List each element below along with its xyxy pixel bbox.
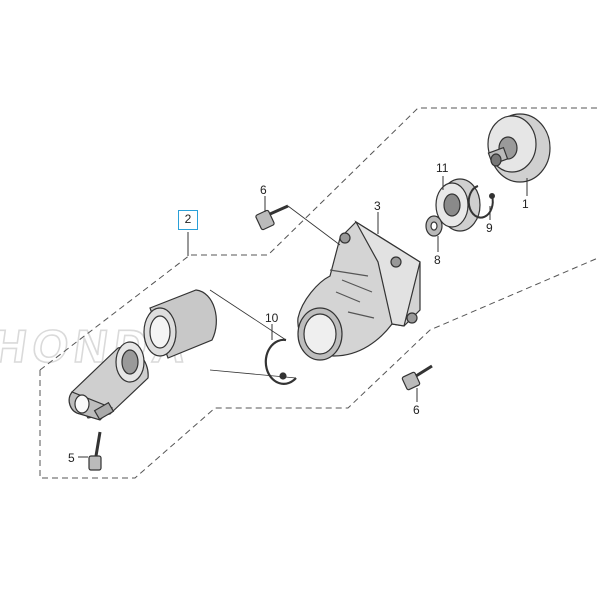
callout-5[interactable]: 5: [68, 451, 75, 465]
callout-6-bottom[interactable]: 6: [413, 403, 420, 417]
guide-6-top: [287, 205, 341, 246]
guide-10b: [209, 369, 297, 379]
part-bolt-5: [88, 431, 102, 471]
callout-9[interactable]: 9: [486, 221, 493, 235]
part-bolt-bottom: [401, 364, 433, 391]
part-washer: [425, 215, 443, 237]
part-liner: [143, 289, 217, 359]
callout-11[interactable]: 11: [436, 161, 449, 175]
guide-10: [209, 289, 287, 341]
callout-10[interactable]: 10: [265, 311, 279, 325]
callout-8[interactable]: 8: [434, 253, 441, 267]
callout-1[interactable]: 1: [522, 197, 529, 211]
part-clutch-housing: [297, 220, 421, 361]
part-clamp: [68, 341, 149, 421]
callout-2-selected[interactable]: 2: [178, 210, 198, 230]
part-snap-ring: [467, 185, 495, 219]
callout-3[interactable]: 3: [374, 199, 381, 213]
part-clutch-drum: [487, 113, 551, 183]
assembly-boundary: [39, 107, 599, 479]
part-bolt-top: [255, 204, 289, 231]
callout-6-top[interactable]: 6: [260, 183, 267, 197]
part-retaining-ring: [264, 338, 297, 385]
